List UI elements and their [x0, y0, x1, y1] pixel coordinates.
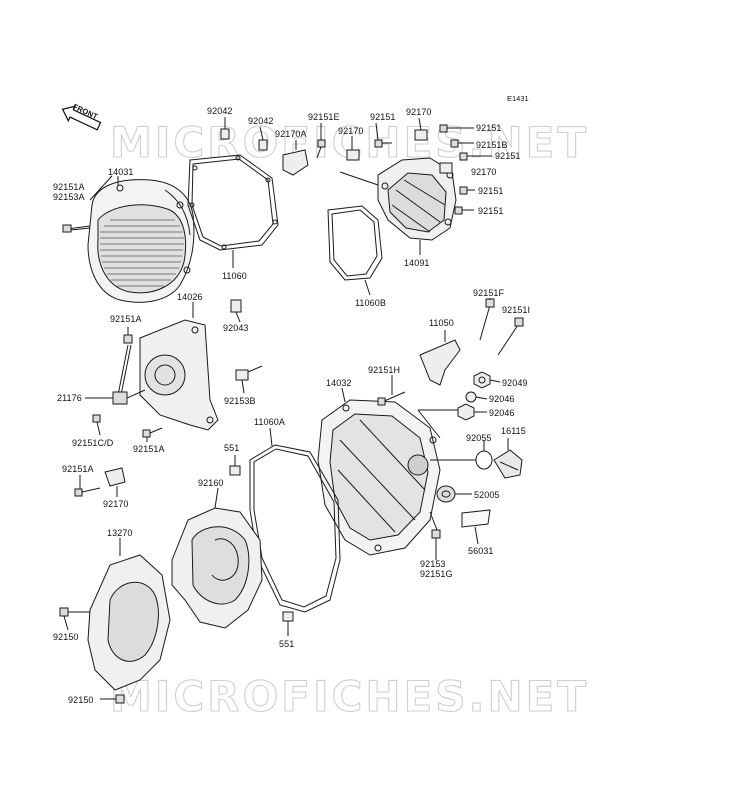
clamp-92170d	[104, 467, 126, 487]
part-label: 92043	[223, 323, 249, 333]
part-label: 13270	[107, 528, 133, 538]
dowel-92042b	[258, 139, 268, 151]
bolt-92151A-lower	[74, 487, 101, 497]
bolt-92151F	[479, 298, 495, 341]
part-label: 56031	[468, 546, 494, 556]
part-label: 92153A	[53, 192, 85, 202]
washer-92046a	[465, 391, 477, 403]
part-label: 92150	[68, 695, 94, 705]
bolt-92151A-92153A	[62, 224, 91, 233]
gasket-11060B	[327, 205, 383, 281]
clamp-92170A	[282, 149, 309, 176]
part-label: 92151	[370, 112, 396, 122]
part-label: 92042	[207, 106, 233, 116]
bolt-92151H	[377, 391, 406, 406]
part-label: 92046	[489, 408, 515, 418]
dowel-551a	[229, 465, 241, 476]
filler-cap-16115	[493, 449, 523, 479]
dowel-92042a	[220, 128, 230, 140]
part-label: 92151	[476, 123, 502, 133]
part-label: 52005	[474, 490, 500, 500]
label-56031	[461, 509, 491, 528]
part-label: 92151	[495, 151, 521, 161]
bolt-92151E	[316, 139, 326, 159]
part-label: 92042	[248, 116, 274, 126]
part-label: 11060A	[254, 417, 285, 427]
seal-52005	[436, 485, 456, 503]
part-label: 92151C/D	[72, 438, 114, 448]
part-label: 14031	[108, 167, 134, 177]
pickup-cover-14026	[139, 319, 219, 431]
cover-14091	[377, 157, 457, 241]
part-label: 551	[279, 639, 295, 649]
part-label: 92153	[420, 559, 446, 569]
o-ring-92055	[475, 450, 493, 470]
part-label: 14032	[326, 378, 352, 388]
front-arrow-icon	[61, 105, 102, 131]
part-label: 92046	[489, 394, 515, 404]
bolt-92150a	[59, 607, 90, 617]
part-label: 92055	[466, 433, 492, 443]
part-label: 92151B	[476, 140, 508, 150]
bolt-92151A-cover	[142, 427, 163, 438]
part-label: 92151E	[308, 112, 340, 122]
plate-92160	[171, 507, 263, 629]
part-label: 14026	[177, 292, 203, 302]
bolt-92153-92151G	[431, 529, 441, 560]
clamp-92170c	[439, 162, 453, 174]
bolt-92151I	[497, 317, 524, 356]
sensor-21176	[112, 344, 146, 405]
bolt-92151A-sensor	[123, 334, 133, 344]
bolt-92153B	[235, 365, 263, 381]
dowel-551b	[282, 611, 294, 622]
part-label: 92160	[198, 478, 224, 488]
part-label: 92170	[471, 167, 497, 177]
part-label: 92049	[502, 378, 528, 388]
part-label: 14091	[404, 258, 430, 268]
part-label: 11060B	[355, 298, 386, 308]
watermark-bottom: MICROFICHES.NET	[109, 671, 589, 721]
part-label: 92150	[53, 632, 79, 642]
shield-13270	[87, 554, 171, 691]
gasket-11060	[187, 154, 279, 251]
part-label: 92151	[478, 206, 504, 216]
washer-92046b	[457, 403, 475, 421]
part-label: 16115	[501, 426, 526, 436]
part-label: 92170	[338, 126, 364, 136]
part-label: 11060	[222, 271, 247, 281]
clutch-cover-14032	[317, 399, 441, 556]
part-label: 92170	[406, 107, 432, 117]
dowel-92043	[230, 299, 242, 313]
part-label: 92153B	[224, 396, 256, 406]
bolt-92151b	[439, 124, 474, 133]
part-label: 92151I	[502, 305, 531, 315]
bolt-92151B	[450, 139, 474, 148]
bolt-92150b	[100, 694, 125, 704]
part-label: 92151A	[133, 444, 165, 454]
part-label: 92151H	[368, 365, 401, 375]
part-label: 21176	[57, 393, 82, 403]
bolt-92151a	[374, 139, 392, 148]
nut-92049	[473, 371, 491, 389]
part-label: 92170A	[275, 129, 307, 139]
part-label: 92151G	[420, 569, 453, 579]
diagram-code: E1431	[507, 94, 529, 103]
bolt-92151CD	[92, 414, 101, 423]
clamp-92170b	[414, 129, 428, 141]
part-label: 92151A	[53, 182, 85, 192]
bolt-92151d	[459, 186, 475, 195]
part-label: 92151F	[473, 288, 505, 298]
part-label: 92151A	[110, 314, 142, 324]
part-label: 92151A	[62, 464, 94, 474]
part-label: 11050	[429, 318, 454, 328]
part-label: 92151	[478, 186, 504, 196]
bolt-92151c	[459, 152, 492, 161]
bolt-92151e	[454, 206, 474, 215]
generator-cover-14031	[87, 179, 195, 303]
clamp-92170a	[346, 149, 360, 161]
part-label: 92170	[103, 499, 129, 509]
lever-11050	[419, 339, 461, 386]
part-label: 551	[224, 443, 240, 453]
